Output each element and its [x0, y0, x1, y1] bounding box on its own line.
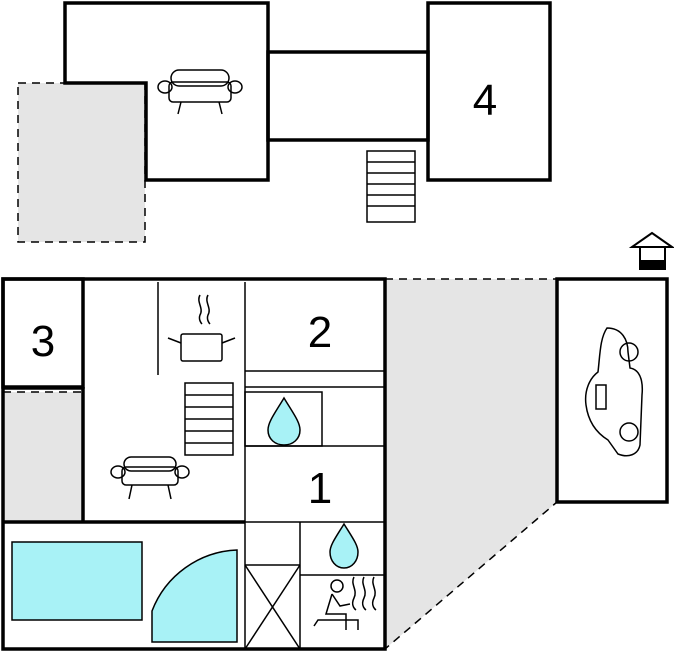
sauna-icon [313, 576, 377, 630]
sofa-icon [157, 69, 243, 115]
ground-terrace [384, 278, 558, 651]
stairs-icon [366, 150, 416, 223]
car-icon [584, 327, 644, 457]
water-drop-icon [329, 522, 359, 569]
ground-floor: 3 2 1 [1, 277, 558, 651]
room-3-label: 3 [31, 317, 55, 366]
room-4-label: 4 [473, 76, 497, 125]
cooking-pot-icon [167, 294, 236, 362]
stairs-icon [184, 382, 234, 456]
upper-living-room [63, 1, 270, 182]
ground-left-terrace [2, 391, 84, 523]
house-icon [628, 231, 674, 270]
sofa-icon [110, 456, 190, 500]
upper-corridor [266, 50, 430, 142]
upper-floor: 4 [17, 1, 552, 243]
ground-outer-wall [1, 277, 387, 651]
pool [11, 541, 143, 621]
room-1-label: 1 [308, 464, 332, 513]
garage [555, 231, 674, 504]
water-drop-icon [267, 396, 301, 446]
upper-terrace [17, 82, 146, 243]
shower [151, 549, 238, 643]
room-4 [426, 1, 552, 182]
room-2-label: 2 [308, 308, 332, 357]
